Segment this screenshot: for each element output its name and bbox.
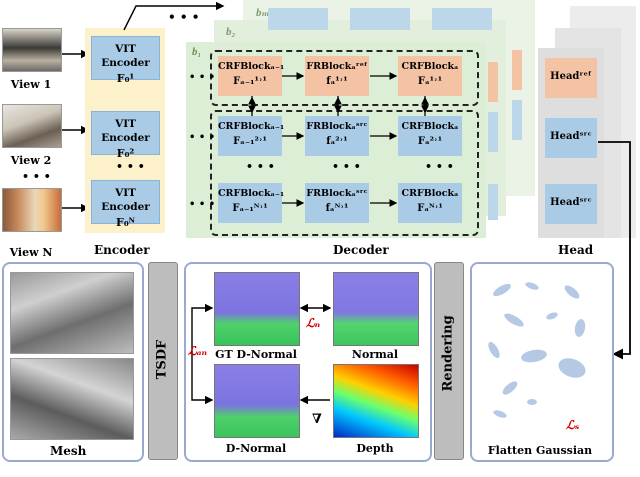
decoder-arrows: [248, 72, 429, 207]
block-feature: Fₐ¹˒¹: [417, 76, 443, 87]
encoder-dots: • • •: [116, 160, 145, 173]
normal-label: Normal: [351, 348, 399, 361]
block-feature: fₐ²˒¹: [326, 136, 348, 147]
encoder-box-label: VIT Encoder: [101, 187, 150, 213]
block-feature: Fₐᴺ˒¹: [417, 203, 443, 214]
src2-crfblock: CRFBlockₐ Fₐ²˒¹: [398, 116, 462, 156]
encoder-feature-2: F₀²: [116, 147, 135, 160]
view-2-label: View 2: [10, 154, 52, 167]
srcn-frblock: FRBlockₐˢʳᶜ fₐᴺ˒¹: [305, 183, 369, 223]
loss-n: ℒₙ: [306, 316, 321, 330]
block-feature: fₐᴺ˒¹: [325, 203, 349, 214]
layer-label-b2: b₂: [226, 26, 236, 38]
mesh-image-2: [10, 358, 134, 440]
nabla-symbol: ∇: [312, 412, 322, 427]
decoder-side-dots: • • •: [189, 199, 216, 210]
gt-dnormal-label: GT D-Normal: [215, 348, 297, 361]
src2-crfblock-prev: CRFBlockₐ₋₁ Fₐ₋₁²˒¹: [218, 116, 285, 156]
back-block: [268, 8, 328, 30]
normals-arrows: [191, 303, 332, 405]
layer-edge-orange: [512, 50, 522, 90]
layer-edge-orange: [488, 62, 498, 102]
layer-label-bm: bₘ: [256, 7, 270, 19]
layer-edge-blue: [512, 100, 522, 140]
depth-label: Depth: [356, 442, 394, 455]
view-n-label: View N: [9, 246, 53, 259]
tsdf-label: TSDF: [154, 339, 170, 380]
block-name: CRFBlockₐ₋₁: [218, 121, 285, 132]
head-to-gaussian-arrow: [598, 141, 631, 360]
head-ref: Headʳᵉᶠ: [545, 58, 597, 98]
block-feature: Fₐ₋₁ᴺ˒¹: [232, 203, 268, 214]
gaussian-ellipses: [488, 282, 586, 418]
block-name: CRFBlockₐ₋₁: [218, 61, 285, 72]
back-block: [432, 8, 492, 30]
block-name: FRBlockₐˢʳᶜ: [306, 121, 368, 132]
ref-crfblock-prev: CRFBlockₐ₋₁ Fₐ₋₁¹˒¹: [218, 56, 285, 96]
encoder-box-2: VIT Encoder F₀²: [91, 111, 160, 160]
view-1-label: View 1: [10, 78, 52, 91]
src-group: [210, 110, 479, 236]
view-2-image: [2, 104, 62, 148]
flatten-gaussian-label: Flatten Gaussian: [487, 444, 593, 457]
dnormal-label: D-Normal: [225, 442, 287, 455]
srcn-crfblock: CRFBlockₐ Fₐᴺ˒¹: [398, 183, 462, 223]
loss-dn: ℒₐₙ: [188, 344, 208, 358]
top-dots: • • •: [168, 10, 200, 24]
encoder-box-label: VIT Encoder: [101, 118, 150, 144]
decoder-title: Decoder: [333, 243, 389, 257]
encoder-feature-n: F₀ᴺ: [116, 216, 135, 229]
ref-frblock: FRBlockₐʳᵉᶠ fₐ¹˒¹: [305, 56, 369, 96]
encoder-title: Encoder: [94, 243, 150, 257]
view-arrows: [62, 49, 90, 213]
view-n-image: [2, 188, 62, 232]
ref-group: [210, 50, 479, 106]
back-block: [350, 8, 410, 30]
block-feature: Fₐ₋₁¹˒¹: [233, 76, 267, 87]
decoder-row-dots: • • •: [425, 160, 454, 173]
block-feature: fₐ¹˒¹: [326, 76, 348, 87]
src2-frblock: FRBlockₐˢʳᶜ fₐ²˒¹: [305, 116, 369, 156]
view-1-image: [2, 28, 62, 72]
block-name: CRFBlockₐ: [401, 188, 459, 199]
view-dots: • • •: [22, 170, 51, 183]
rendering-label: Rendering: [440, 315, 456, 392]
encoder-box-label: VIT Encoder: [101, 43, 150, 69]
head-src: Headˢʳᶜ: [545, 118, 597, 158]
mesh-image-1: [10, 272, 134, 354]
ref-crfblock: CRFBlockₐ Fₐ¹˒¹: [398, 56, 462, 96]
encoder-box-n: VIT Encoder F₀ᴺ: [91, 180, 160, 229]
block-name: FRBlockₐʳᵉᶠ: [306, 61, 368, 72]
depth-image: [333, 364, 419, 438]
block-feature: Fₐ²˒¹: [417, 136, 443, 147]
srcn-crfblock-prev: CRFBlockₐ₋₁ Fₐ₋₁ᴺ˒¹: [218, 183, 285, 223]
block-name: CRFBlockₐ₋₁: [218, 188, 285, 199]
block-name: CRFBlockₐ: [401, 121, 459, 132]
block-name: CRFBlockₐ: [401, 61, 459, 72]
decoder-side-dots: • • •: [189, 72, 216, 83]
mesh-label: Mesh: [50, 444, 87, 458]
loss-s: ℒₛ: [566, 418, 580, 432]
dnormal-image: [214, 364, 300, 438]
normal-image: [333, 272, 419, 346]
head-src-n: Headˢʳᶜ: [545, 184, 597, 224]
top-arrow: [123, 1, 225, 31]
layer-edge-blue: [488, 112, 498, 152]
decoder-side-dots: • • •: [189, 132, 216, 143]
tsdf-tab: [148, 262, 178, 460]
rendering-tab: [434, 262, 464, 460]
block-feature: Fₐ₋₁²˒¹: [233, 136, 267, 147]
encoder-box-1: VIT Encoder F₀¹: [91, 36, 160, 85]
encoder-feature-1: F₀¹: [116, 72, 135, 85]
head-title: Head: [558, 243, 594, 257]
decoder-row-dots: • • •: [332, 160, 361, 173]
block-name: FRBlockₐˢʳᶜ: [306, 188, 368, 199]
decoder-row-dots: • • •: [246, 160, 275, 173]
layer-edge-blue: [488, 184, 498, 220]
layer-label-b1: b₁: [192, 46, 202, 58]
gt-dnormal-image: [214, 272, 300, 346]
